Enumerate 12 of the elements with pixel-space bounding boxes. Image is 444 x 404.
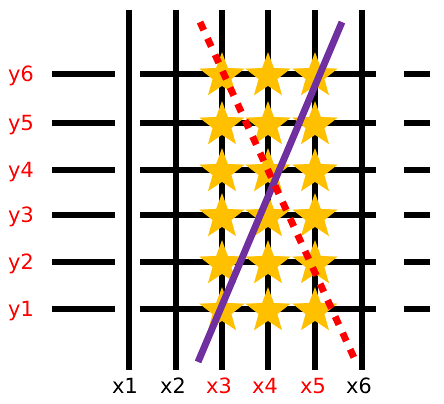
axis-label: y2 xyxy=(8,250,34,274)
axis-label: y1 xyxy=(8,297,34,321)
axis-label: x5 xyxy=(300,374,326,398)
axis-label: y5 xyxy=(8,111,34,135)
axis-label: x3 xyxy=(206,374,232,398)
axis-label: x1 xyxy=(112,374,138,398)
axis-label: y6 xyxy=(8,62,34,86)
axis-label: x4 xyxy=(252,374,278,398)
axis-label: y4 xyxy=(8,158,34,182)
axis-label: x6 xyxy=(346,374,372,398)
axis-label: y3 xyxy=(8,203,34,227)
axis-label: x2 xyxy=(160,374,186,398)
